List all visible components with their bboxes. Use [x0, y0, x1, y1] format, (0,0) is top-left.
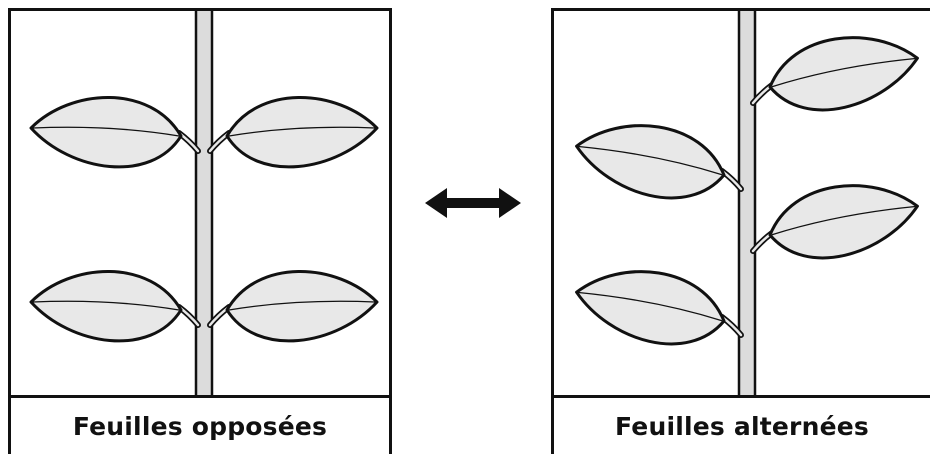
alternate-leaves-illustration [569, 11, 925, 401]
leaf-left-1 [569, 114, 731, 208]
alternate-leaves-panel: Feuilles alternées [551, 8, 930, 454]
leaf-lower-left [29, 269, 183, 343]
leaf-upper-left [29, 95, 183, 169]
opposite-leaves-illustration [29, 11, 379, 401]
leaf-right-1 [763, 26, 925, 120]
caption-opposite: Feuilles opposées [72, 411, 328, 441]
stem [194, 11, 214, 401]
leaf-lower-right [225, 269, 379, 343]
caption-box-alternate: Feuilles alternées [554, 395, 930, 454]
caption-alternate: Feuilles alternées [615, 411, 869, 441]
caption-box-opposite: Feuilles opposées [11, 395, 389, 454]
stem [737, 11, 757, 401]
leaf-upper-right [225, 95, 379, 169]
leaf-left-2 [569, 260, 731, 354]
double-arrow-icon [425, 188, 521, 218]
leaf-right-2 [763, 174, 925, 268]
opposite-leaves-panel: Feuilles opposées [8, 8, 392, 454]
